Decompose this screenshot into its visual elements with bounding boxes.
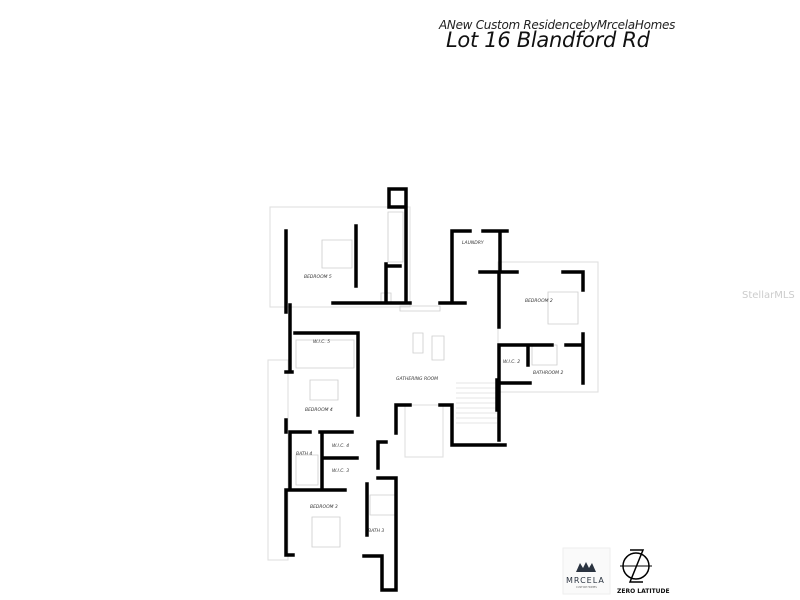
fixtures (295, 211, 579, 548)
zero-latitude-logo: ZERO LATITUDE (617, 549, 670, 595)
mountain-icon (576, 562, 596, 572)
mrcela-logo: MRCELA CUSTOM HOMES (562, 547, 611, 595)
wall-lines (284, 187, 585, 592)
stair-treads (456, 382, 497, 424)
room-label-bathroom2: BATHROOM 2 (533, 370, 563, 376)
terrace-outline (267, 206, 599, 561)
room-label-gathering: GATHERING ROOM (396, 376, 438, 382)
room-labels: BEDROOM 5 LAUNDRY BEDROOM 2 W.I.C. 5 W.I… (296, 240, 563, 534)
mrcela-logo-name: MRCELA (566, 576, 605, 585)
room-label-wic2: W.I.C. 2 (503, 359, 520, 365)
room-label-wic3: W.I.C. 3 (332, 468, 349, 474)
room-label-bath3: BATH 3 (368, 528, 384, 534)
fixture-outline (295, 211, 579, 548)
zero-latitude-logo-name: ZERO LATITUDE (617, 588, 670, 595)
terrace-outlines (267, 206, 599, 561)
room-label-bath4: BATH 4 (296, 451, 312, 457)
walls (284, 187, 585, 592)
plan-subtitle: ANew Custom ResidencebyMrcelaHomes (439, 18, 676, 32)
room-label-laundry: LAUNDRY (462, 240, 485, 246)
room-label-wic4: W.I.C. 4 (332, 443, 349, 449)
room-label-bedroom3: BEDROOM 3 (310, 504, 338, 510)
mrcela-logo-tagline: CUSTOM HOMES (576, 585, 597, 589)
stairs (456, 382, 497, 424)
room-label-bedroom4: BEDROOM 4 (305, 407, 333, 413)
plan-title: Lot 16 Blandford Rd (446, 28, 650, 52)
room-label-wic5: W.I.C. 5 (313, 339, 330, 345)
room-label-bedroom5: BEDROOM 5 (304, 274, 332, 280)
watermark: StellarMLS (742, 290, 795, 301)
room-label-bedroom2: BEDROOM 2 (525, 298, 553, 304)
